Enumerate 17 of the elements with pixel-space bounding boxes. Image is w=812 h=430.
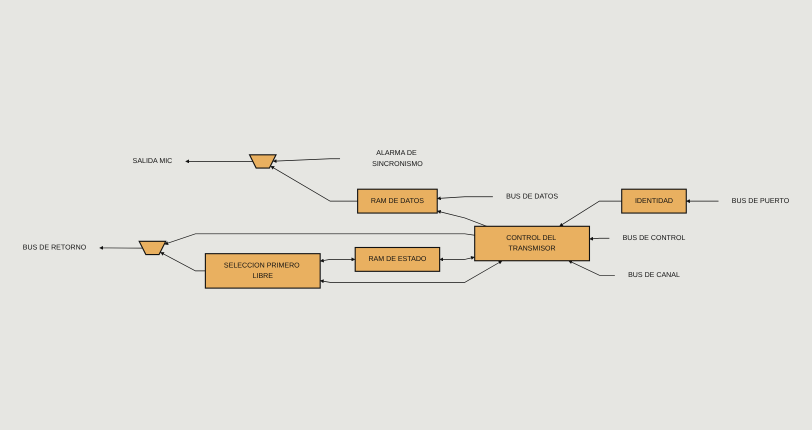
- arrow: [270, 166, 358, 202]
- arrow: [437, 196, 494, 200]
- arrow: [320, 260, 502, 284]
- arrow: [164, 234, 476, 246]
- arrow: [568, 260, 616, 276]
- arrow: [99, 246, 144, 250]
- arrow: [437, 210, 488, 227]
- arrow: [439, 256, 475, 262]
- multiplexer-symbol: [248, 154, 277, 169]
- arrow: [320, 258, 356, 263]
- multiplexer-symbol: [138, 240, 167, 256]
- arrow: [185, 160, 254, 164]
- arrow: [686, 199, 719, 204]
- arrow: [559, 200, 622, 227]
- arrow: [272, 158, 340, 164]
- arrow: [589, 236, 610, 241]
- arrow: [160, 252, 206, 272]
